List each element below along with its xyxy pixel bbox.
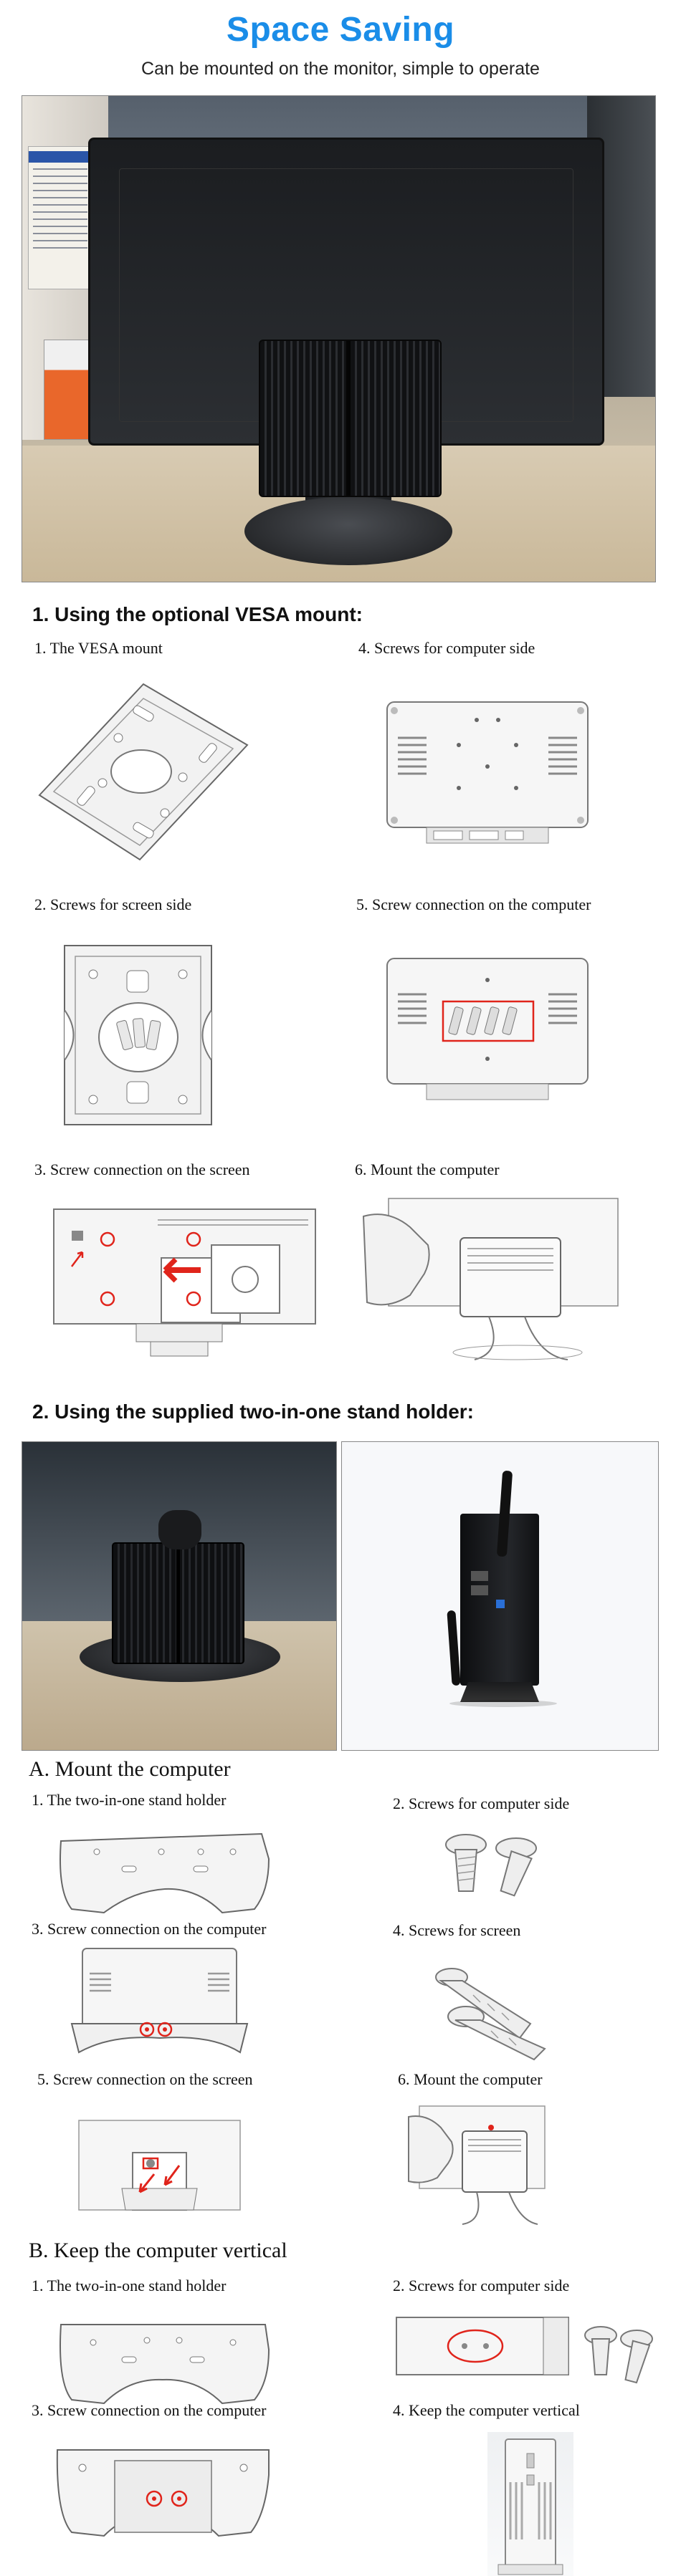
pc-vertical-icon: [487, 2432, 573, 2576]
step-caption: 4. Screws for screen: [393, 1921, 521, 1939]
screen-bracket-icon: [75, 2117, 244, 2214]
pc-bottom-icon: [373, 688, 602, 860]
hand-mount-icon: [360, 1195, 622, 1363]
stand-bracket-icon: [54, 2310, 272, 2411]
hand-mount-icon: [405, 2102, 548, 2228]
step-caption: 5. Screw connection on the computer: [356, 895, 591, 913]
part-b-heading: B. Keep the computer vertical: [29, 2239, 287, 2262]
step-caption: 5. Screw connection on the screen: [37, 2070, 253, 2088]
bracket-screws-icon: [50, 2436, 276, 2543]
step-caption: 2. Screws for screen side: [34, 895, 192, 913]
step-caption: 6. Mount the computer: [355, 1160, 500, 1178]
pc-bracket-icon: [68, 1945, 251, 2063]
vesa-plate-screws-icon: [54, 938, 222, 1132]
screws-icon: [434, 1827, 552, 1909]
monitor-back-icon: [50, 1202, 319, 1363]
long-screws-icon: [423, 1956, 566, 2063]
section-vesa-heading: 1. Using the optional VESA mount:: [32, 603, 363, 625]
step-caption: 2. Screws for computer side: [393, 2277, 570, 2294]
section-stand-heading: 2. Using the supplied two-in-one stand h…: [32, 1400, 474, 1423]
stand-bracket-icon: [54, 1823, 272, 1920]
page-subtitle: Can be mounted on the monitor, simple to…: [141, 59, 540, 79]
step-caption: 1. The two-in-one stand holder: [32, 1791, 227, 1809]
step-caption: 3. Screw connection on the computer: [32, 2401, 267, 2419]
part-a-heading: A. Mount the computer: [29, 1757, 231, 1781]
stand-mount-photo: [22, 1441, 337, 1751]
pc-side-screws-icon: [393, 2310, 658, 2396]
step-caption: 3. Screw connection on the computer: [32, 1920, 267, 1938]
step-caption: 4. Keep the computer vertical: [393, 2401, 580, 2419]
step-caption: 1. The VESA mount: [34, 639, 163, 657]
monitor-mount-photo: [22, 95, 656, 582]
step-caption: 3. Screw connection on the screen: [34, 1160, 250, 1178]
vertical-pc-photo: [341, 1441, 659, 1751]
page-title: Space Saving: [226, 11, 455, 49]
vesa-plate-icon: [32, 677, 254, 867]
step-caption: 4. Screws for computer side: [358, 639, 535, 657]
step-caption: 2. Screws for computer side: [393, 1794, 570, 1812]
step-caption: 1. The two-in-one stand holder: [32, 2277, 227, 2294]
step-caption: 6. Mount the computer: [398, 2070, 543, 2088]
pc-bottom-screws-icon: [373, 944, 602, 1120]
